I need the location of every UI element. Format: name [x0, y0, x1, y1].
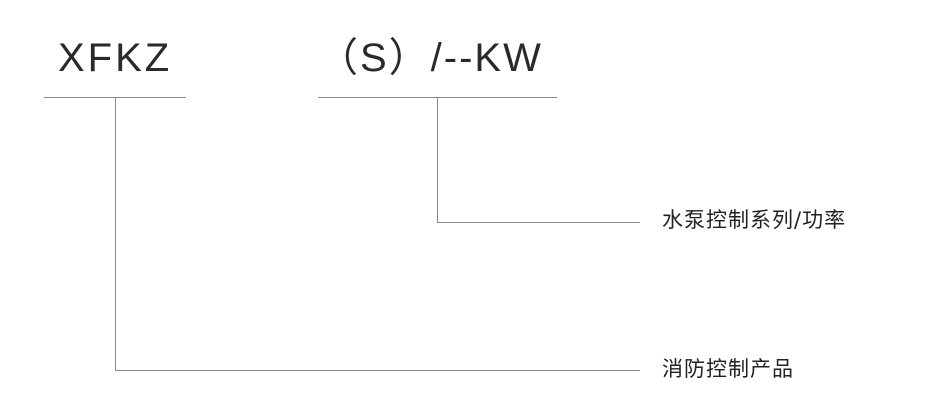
model-prefix-text: XFKZ — [58, 36, 173, 80]
model-suffix-text: （S）/--KW — [318, 36, 543, 80]
fire-control-product-label: 消防控制产品 — [662, 357, 794, 381]
pump-series-power-label: 水泵控制系列/功率 — [662, 208, 847, 232]
